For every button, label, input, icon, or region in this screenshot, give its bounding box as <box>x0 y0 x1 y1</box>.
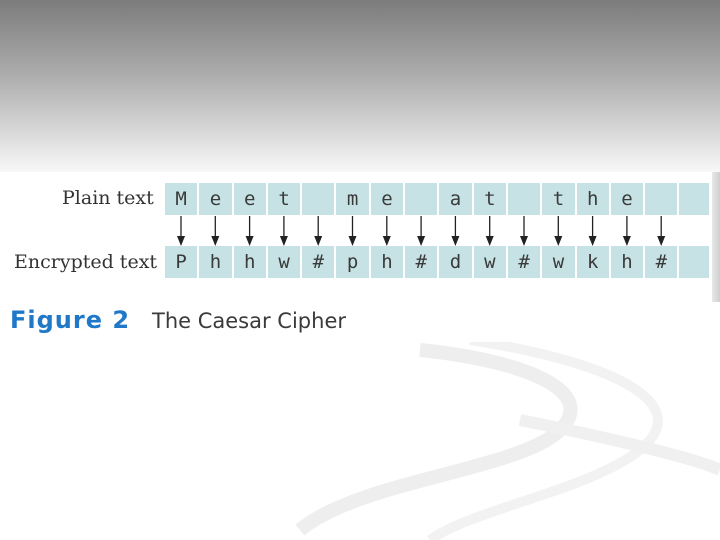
encrypted-char-cell: k <box>576 246 609 278</box>
down-arrow-icon <box>348 216 357 246</box>
encrypted-char-cell: # <box>302 246 335 278</box>
plain-char-cell: t <box>267 183 301 215</box>
encrypted-char-cell: d <box>439 246 472 278</box>
background-swoosh <box>295 340 720 540</box>
encrypted-char-cell: h <box>370 246 404 278</box>
plain-char-cell: M <box>165 183 198 215</box>
down-arrow-icon <box>622 216 631 246</box>
encrypted-char-cell: h <box>610 246 644 278</box>
down-arrow-icon <box>279 216 288 246</box>
header-gradient <box>0 0 720 175</box>
page-edge <box>712 172 720 302</box>
encrypted-char-cell: w <box>267 246 301 278</box>
figure-number: Figure 2 <box>10 306 131 334</box>
plain-char-cell <box>405 183 438 215</box>
plain-char-cell <box>645 183 678 215</box>
plain-char-cell: e <box>610 183 644 215</box>
down-arrow-icon <box>382 216 391 246</box>
plain-char-cell <box>507 183 541 215</box>
encrypted-char-cell: h <box>233 246 266 278</box>
encrypted-char-cell: h <box>199 246 232 278</box>
plain-char-cell <box>302 183 335 215</box>
down-arrow-icon <box>177 216 185 246</box>
encrypted-text-label: Encrypted text <box>14 251 158 273</box>
down-arrow-icon <box>485 216 494 246</box>
plain-char-cell: t <box>542 183 575 215</box>
down-arrow-icon <box>451 216 460 246</box>
encrypted-char-cell: p <box>336 246 369 278</box>
plain-char-cell: e <box>233 183 266 215</box>
plain-char-cell <box>679 183 710 215</box>
down-arrow-icon <box>314 216 323 246</box>
plain-char-cell: m <box>336 183 369 215</box>
encrypted-char-cell: P <box>165 246 198 278</box>
down-arrow-icon <box>245 216 254 246</box>
encrypted-char-cell: w <box>542 246 575 278</box>
plain-char-cell: a <box>439 183 472 215</box>
encrypted-char-cell: # <box>645 246 678 278</box>
plain-char-cell: t <box>473 183 506 215</box>
plain-text-label: Plain text <box>62 187 154 209</box>
mapping-arrows <box>177 216 666 246</box>
plain-char-cell: e <box>199 183 232 215</box>
down-arrow-icon <box>657 216 666 246</box>
down-arrow-icon <box>520 216 528 246</box>
down-arrow-icon <box>554 216 563 246</box>
down-arrow-icon <box>588 216 597 246</box>
encrypted-char-cell: # <box>405 246 438 278</box>
plain-char-cell: h <box>576 183 609 215</box>
down-arrow-icon <box>417 216 426 246</box>
encrypted-char-cell: w <box>473 246 506 278</box>
figure-title: The Caesar Cipher <box>152 309 346 333</box>
encrypted-char-cell <box>679 246 710 278</box>
plain-char-cell: e <box>370 183 404 215</box>
down-arrow-icon <box>211 216 220 246</box>
encrypted-char-cell: # <box>507 246 541 278</box>
